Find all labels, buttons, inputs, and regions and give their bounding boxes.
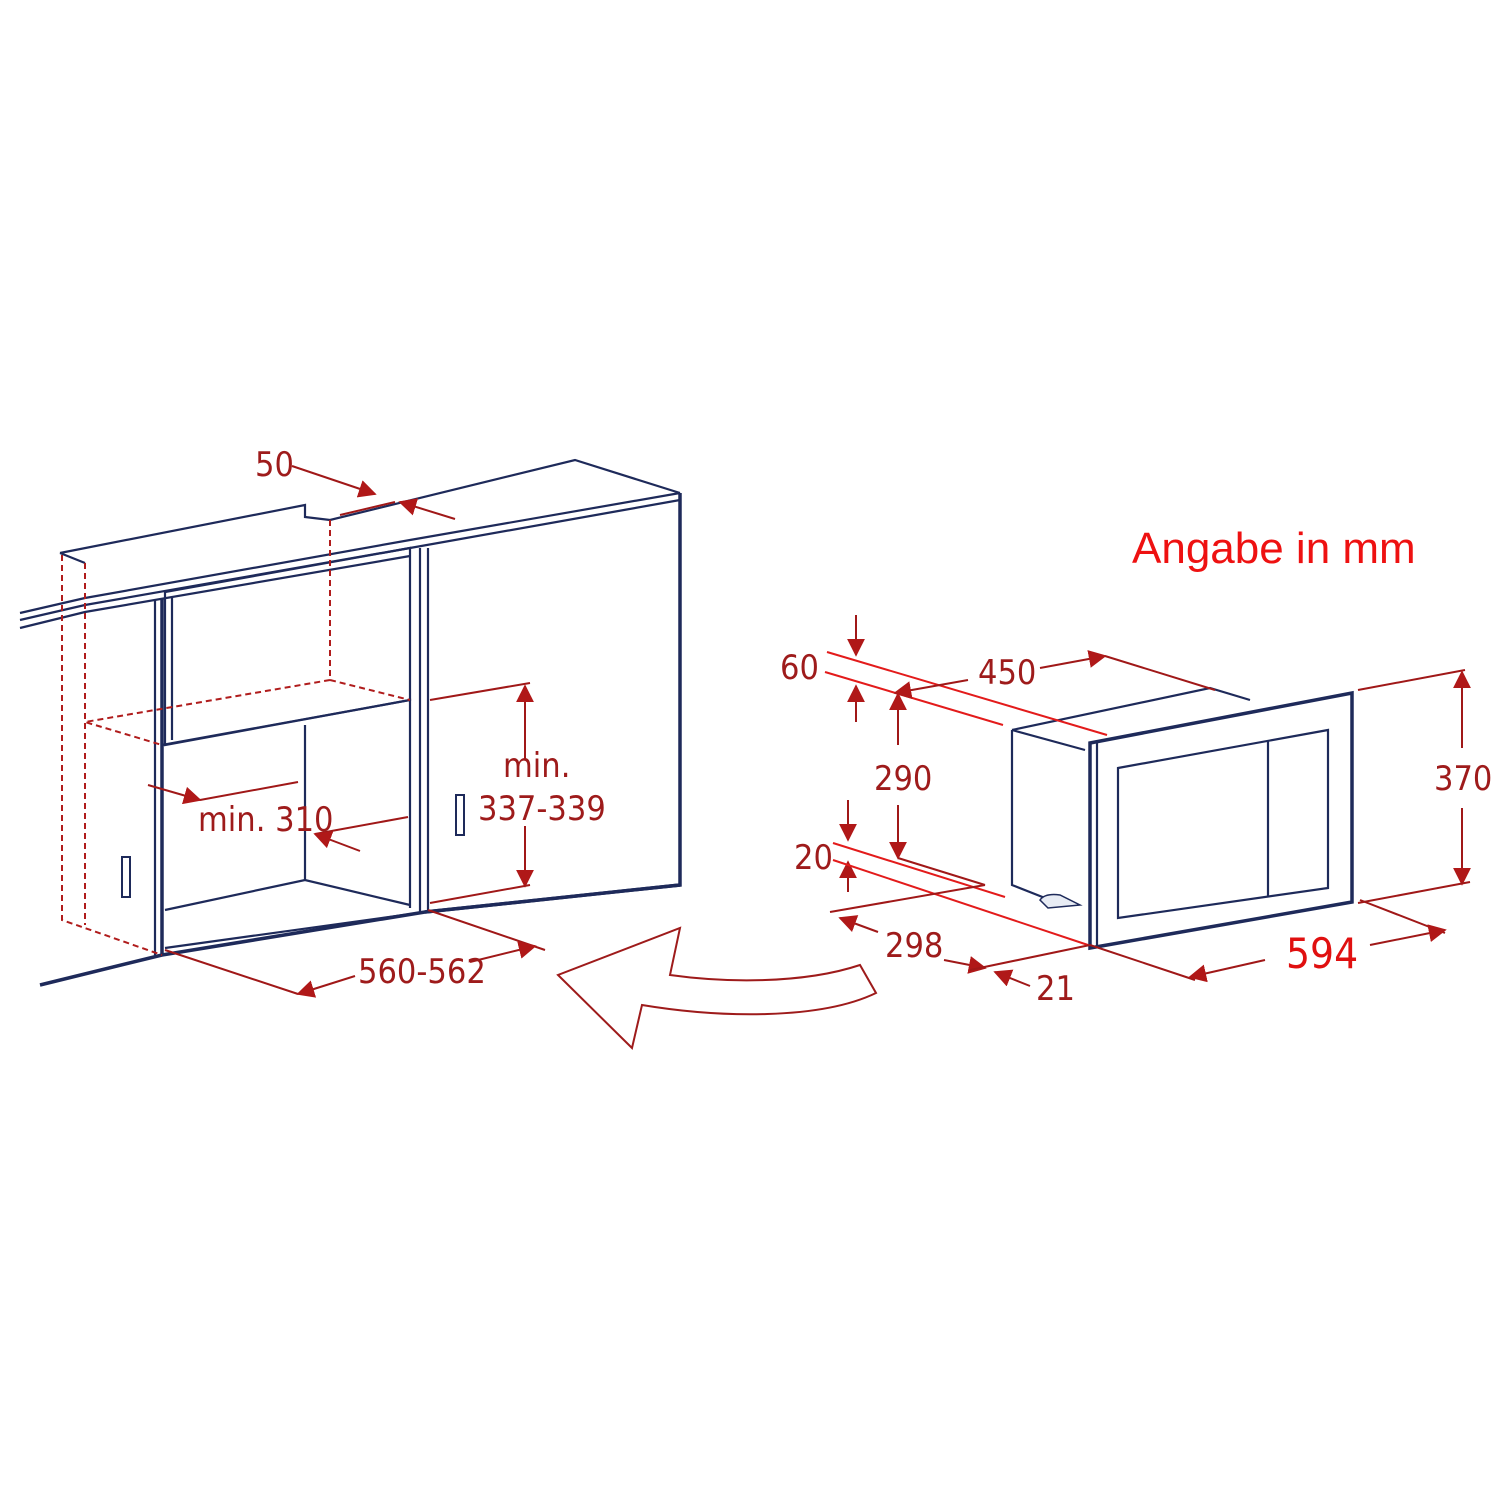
microwave-dimensions	[824, 615, 1471, 987]
dim-top-gap: 50	[255, 445, 294, 485]
handle-icon	[455, 794, 465, 836]
dim-bottom-offset: 20	[794, 838, 833, 878]
dim-front-height: 370	[1434, 759, 1492, 799]
microwave-drawing	[1010, 686, 1354, 951]
insert-arrow-icon	[556, 926, 878, 1050]
dim-niche-width: 560-562	[358, 952, 486, 992]
unit-note: Angabe in mm	[1132, 524, 1416, 573]
dim-niche-depth: min. 310	[198, 800, 334, 840]
cabinet-dimensions	[147, 465, 546, 998]
dim-depth: 450	[978, 653, 1036, 693]
dim-top-offset: 60	[780, 648, 819, 688]
dim-niche-height-label: min.	[503, 746, 570, 786]
cabinet-drawing	[19, 458, 682, 987]
handle-icon	[121, 856, 131, 898]
dim-frame-thickness: 21	[1036, 969, 1075, 1009]
dim-body-depth: 298	[885, 926, 943, 966]
dim-niche-height: 337-339	[478, 789, 606, 829]
dim-front-width: 594	[1286, 929, 1358, 978]
dim-body-height: 290	[874, 759, 932, 799]
